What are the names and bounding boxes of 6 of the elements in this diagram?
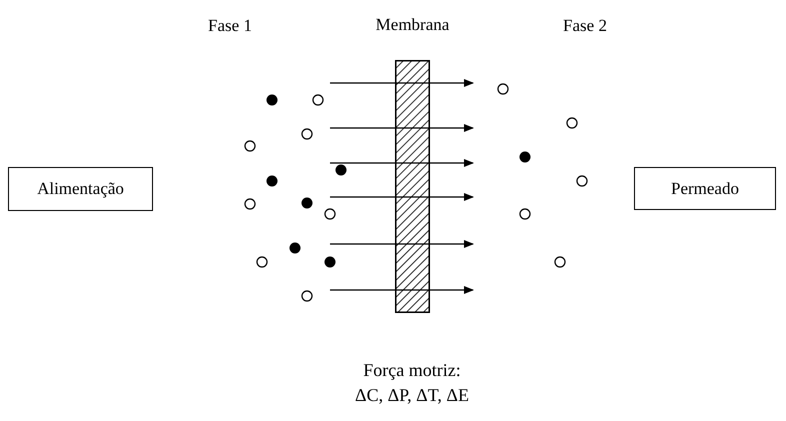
driving-force-note: Força motriz: ΔC, ΔP, ΔT, ΔE [354, 359, 470, 407]
phase-label: Fase 1 [208, 16, 252, 36]
feed-box: Alimentação [8, 167, 153, 211]
phase-label: Fase 2 [563, 16, 607, 36]
permeate-box: Permeado [634, 167, 776, 210]
membrane-label: Membrana [374, 15, 450, 35]
